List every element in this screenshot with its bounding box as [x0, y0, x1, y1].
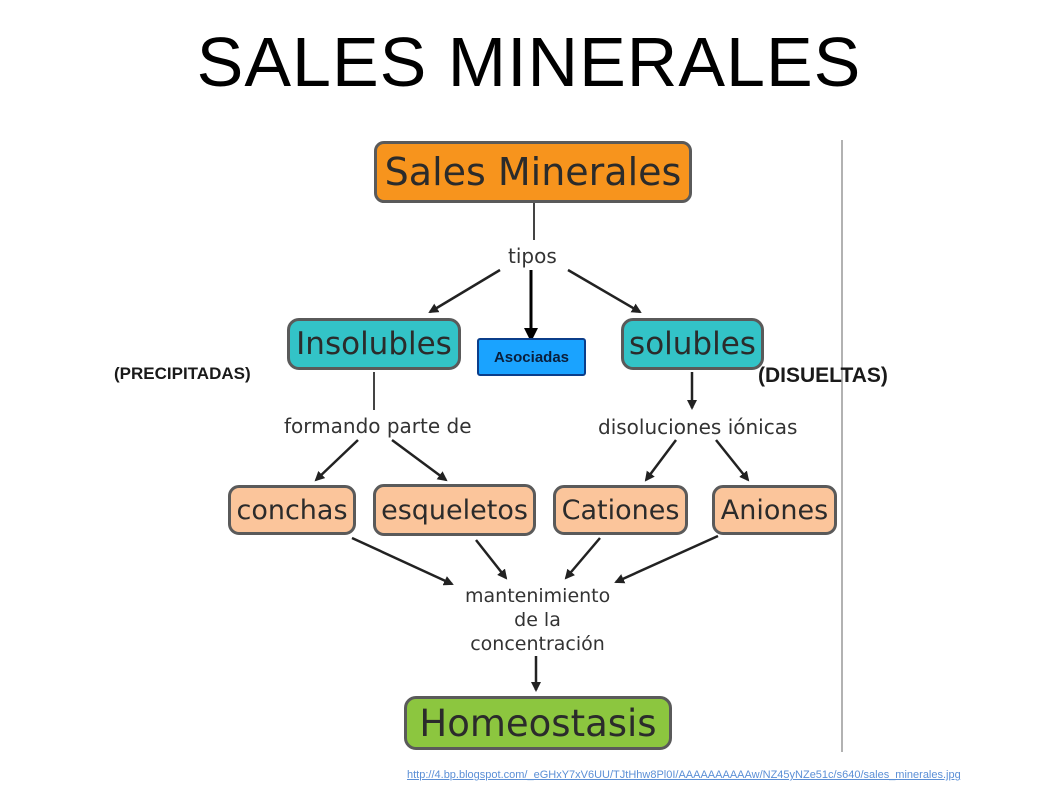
label-disoluciones-ionicas: disoluciones iónicas	[598, 415, 798, 439]
label-mantenimiento-line-2: de la	[514, 609, 561, 631]
node-esqueletos: esqueletos	[373, 484, 536, 536]
arrow-to-solubles	[567, 268, 642, 314]
node-aniones: Aniones	[712, 485, 837, 535]
label-tipos: tipos	[508, 244, 557, 268]
arrow-esqueletos-merge	[475, 539, 508, 580]
node-insolubles: Insolubles	[287, 318, 461, 370]
arrow-to-esqueletos	[391, 438, 448, 482]
label-formando-parte-de: formando parte de	[284, 414, 472, 438]
label-mantenimiento: mantenimiento de la concentración	[465, 584, 610, 656]
arrow-to-aniones	[715, 439, 750, 482]
source-link[interactable]: http://4.bp.blogspot.com/_eGHxY7xV6UU/TJ…	[407, 769, 961, 781]
node-cationes: Cationes	[553, 485, 688, 535]
node-asociadas: Asociadas	[477, 338, 586, 376]
node-solubles: solubles	[621, 318, 764, 370]
node-homeostasis: Homeostasis	[404, 696, 672, 750]
label-mantenimiento-line-3: concentración	[470, 633, 605, 655]
side-label-disueltas: (DISUELTAS)	[758, 364, 888, 387]
node-sales-minerales: Sales Minerales	[374, 141, 692, 203]
arrow-to-conchas	[314, 439, 359, 482]
arrow-aniones-merge	[614, 534, 719, 584]
label-mantenimiento-line-1: mantenimiento	[465, 585, 611, 607]
slide-title: SALES MINERALES	[196, 23, 862, 101]
node-conchas: conchas	[228, 485, 356, 535]
arrow-cationes-merge	[564, 537, 601, 580]
arrow-conchas-merge	[351, 536, 454, 586]
arrow-to-insolubles	[428, 268, 501, 314]
side-label-precipitadas: (PRECIPITADAS)	[114, 364, 251, 383]
arrow-to-cationes	[644, 439, 677, 482]
